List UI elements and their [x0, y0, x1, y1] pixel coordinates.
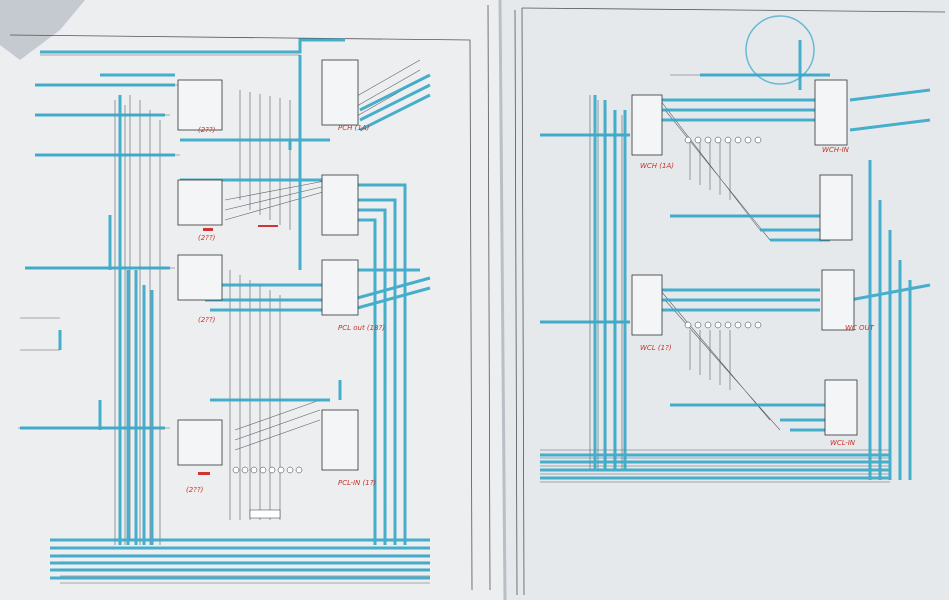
left-chips — [177, 59, 359, 471]
svg-text:WCL (1?): WCL (1?) — [640, 344, 672, 352]
svg-text:WCL-IN: WCL-IN — [830, 439, 856, 447]
svg-text:WCH-IN: WCH-IN — [822, 146, 850, 154]
svg-text:(2??): (2??) — [198, 126, 216, 134]
left-notes: (2??) (2??) (2??) (2??) PCH (1A) PCL out… — [186, 124, 385, 494]
svg-text:(2??): (2??) — [198, 234, 216, 242]
svg-text:PCL out (18?): PCL out (18?) — [338, 324, 385, 332]
svg-text:WC OUT: WC OUT — [845, 324, 875, 332]
left-highlighter — [20, 38, 431, 580]
sheet-frames — [9, 4, 946, 596]
right-led-rows — [684, 136, 762, 329]
right-highlighter — [540, 40, 931, 480]
svg-text:PCL-IN (1?): PCL-IN (1?) — [338, 479, 376, 487]
left-led-row — [232, 466, 303, 519]
right-chips — [631, 79, 858, 436]
circled-region — [745, 15, 815, 85]
right-notes: WCH (1A) WCL (1?) WCH-IN WC OUT WCL-IN — [640, 146, 875, 447]
left-red-marks — [198, 225, 278, 475]
svg-text:WCH (1A): WCH (1A) — [640, 162, 674, 170]
folded-corner — [0, 0, 85, 60]
svg-text:(2??): (2??) — [198, 316, 216, 324]
svg-text:(2??): (2??) — [186, 486, 204, 494]
svg-text:PCH (1A): PCH (1A) — [338, 124, 370, 132]
sheet-gap — [498, 0, 507, 600]
